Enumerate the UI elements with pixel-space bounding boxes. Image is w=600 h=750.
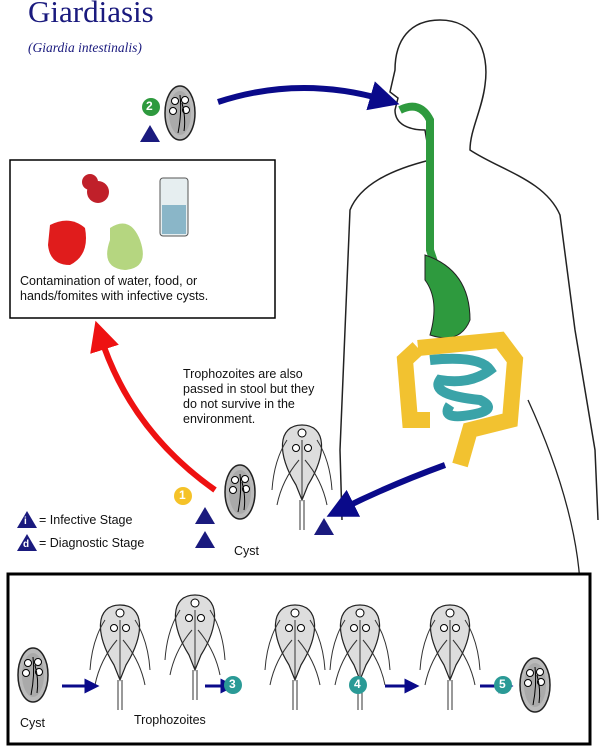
step-4-number: 4 <box>354 677 361 691</box>
stomach <box>424 254 471 339</box>
arrow-to-stool <box>326 462 447 517</box>
legend-infective-icon: i <box>24 516 27 527</box>
small-intestine <box>429 353 497 422</box>
bottom-cyst-label: Cyst <box>20 716 45 730</box>
colon <box>396 331 524 468</box>
step-1-badge <box>174 487 192 505</box>
page-subtitle: (Giardia intestinalis) <box>28 40 142 55</box>
bottom-panel <box>6 572 592 746</box>
legend-diagnostic: = Diagnostic Stage <box>39 536 145 550</box>
cyst-label: Cyst <box>234 544 259 558</box>
arrow-to-contamination <box>90 320 217 493</box>
step-5-number: 5 <box>499 677 506 691</box>
trophozoite-note: Trophozoites are also passed in stool bu… <box>183 367 315 426</box>
step-1-number: 1 <box>179 488 186 502</box>
arrow-to-mouth <box>217 81 400 111</box>
step-2-badge <box>142 98 160 116</box>
legend-diagnostic-icon: d <box>23 539 30 550</box>
human-body-outline <box>339 19 599 521</box>
contamination-text: Contamination of water, food, or hands/f… <box>20 274 209 303</box>
trophozoites-label: Trophozoites <box>134 713 206 727</box>
step-3-number: 3 <box>229 677 236 691</box>
legend-infective: = Infective Stage <box>39 513 133 527</box>
page-title: Giardiasis <box>28 0 154 29</box>
step-2-number: 2 <box>146 99 153 113</box>
